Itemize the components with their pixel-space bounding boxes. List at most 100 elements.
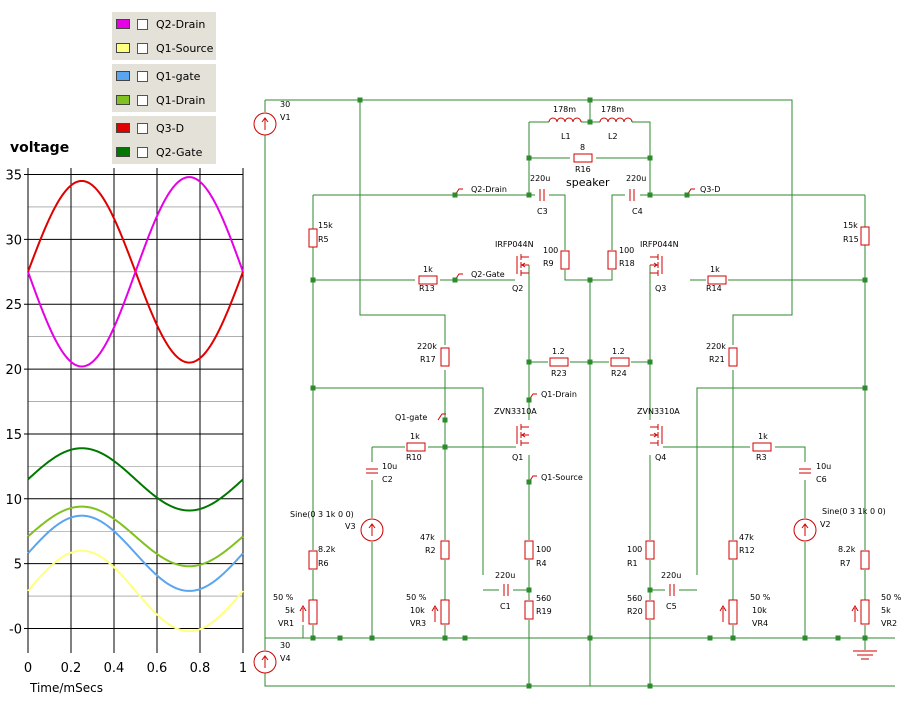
r7-name-label: R7 [840, 559, 851, 568]
r10-name-label: R10 [406, 453, 422, 462]
r2-name-label: R2 [425, 546, 436, 555]
resistor-r5[interactable] [308, 228, 318, 248]
c3-name-label: C3 [537, 207, 548, 216]
junction-dot [526, 683, 532, 689]
legend-checkbox[interactable] [137, 70, 148, 82]
speaker-label: speaker [566, 176, 610, 189]
r18-name-label: R18 [619, 259, 635, 268]
junction-dot [647, 155, 653, 161]
vr4-name-label: VR4 [752, 619, 768, 628]
capacitor-c6[interactable] [799, 466, 811, 476]
vr4-bottom [710, 625, 734, 639]
capacitor-c4[interactable] [627, 189, 637, 201]
resistor-r17[interactable] [440, 347, 450, 367]
top-rail [265, 99, 793, 345]
legend-label: Q2-Gate [156, 145, 203, 159]
junction-dot [647, 359, 653, 365]
y-axis-title: voltage [10, 140, 70, 156]
legend-item-q1-source[interactable]: Q1-Source [116, 38, 213, 58]
r6-value-label: 8.2k [318, 545, 336, 554]
resistor-r3[interactable] [752, 442, 772, 452]
legend-label: Q1-gate [156, 69, 201, 83]
potentiometer-vr3[interactable] [431, 599, 450, 625]
q3-type-label: IRFP044N [640, 240, 679, 249]
series-line-q1-drain [27, 505, 244, 568]
resistor-r1[interactable] [645, 540, 655, 560]
resistor-r21[interactable] [728, 347, 738, 367]
legend-item-q1-gate[interactable]: Q1-gate [116, 66, 200, 86]
r5-name-label: R5 [318, 235, 329, 244]
resistor-r4[interactable] [524, 540, 534, 560]
capacitor-c3[interactable] [537, 189, 547, 201]
v1-source[interactable] [253, 112, 277, 136]
legend-item-q2-gate[interactable]: Q2-Gate [116, 142, 202, 162]
vr3-name-label: VR3 [410, 619, 426, 628]
inductor-l1[interactable] [548, 117, 582, 123]
resistor-r20[interactable] [645, 600, 655, 620]
resistor-r6[interactable] [308, 550, 318, 570]
vr3-pct-label: 50 % [406, 593, 427, 602]
resistor-r9[interactable] [560, 250, 570, 270]
legend-label: Q1-Source [156, 41, 214, 55]
components [253, 112, 877, 674]
v3-source[interactable] [360, 518, 384, 542]
potentiometer-vr4[interactable] [719, 599, 738, 625]
inductor-l2[interactable] [599, 117, 633, 123]
potentiometer-vr2[interactable] [851, 599, 870, 625]
junction-dot [310, 277, 316, 283]
resistor-r18[interactable] [607, 250, 617, 270]
r14-value-label: 1k [710, 265, 720, 274]
legend-checkbox[interactable] [137, 18, 148, 30]
r9-value-label: 100 [543, 246, 558, 255]
mosfet-q1[interactable] [516, 424, 529, 446]
r4-name-label: R4 [536, 559, 547, 568]
r18-value-label: 100 [619, 246, 634, 255]
resistor-r7[interactable] [860, 550, 870, 570]
capacitor-c1[interactable] [501, 584, 511, 596]
potentiometer-vr1[interactable] [299, 599, 318, 625]
resistor-r19[interactable] [524, 600, 534, 620]
r2-value-label: 47k [420, 533, 435, 542]
chart-grid [24, 168, 244, 653]
resistor-r16[interactable] [573, 153, 593, 163]
junction-dot [526, 192, 532, 198]
legend-swatch [116, 147, 130, 157]
junction-dot [587, 359, 593, 365]
resistor-r12[interactable] [728, 540, 738, 560]
resistor-r2[interactable] [440, 540, 450, 560]
resistor-r15[interactable] [860, 226, 870, 246]
junction-dot [647, 683, 653, 689]
v2-spec-label: Sine(0 3 1k 0 0) [822, 507, 886, 516]
legend-checkbox[interactable] [137, 146, 148, 158]
v2-source[interactable] [793, 518, 817, 542]
legend-checkbox[interactable] [137, 94, 148, 106]
capacitor-c2[interactable] [366, 466, 378, 476]
resistor-r24[interactable] [610, 357, 630, 367]
v4-source[interactable] [253, 650, 277, 674]
q3-name-label: Q3 [655, 284, 666, 293]
legend-checkbox[interactable] [137, 42, 148, 54]
series-line-q1-gate [27, 514, 244, 592]
r17-value-label: 220k [417, 342, 437, 351]
resistor-r23[interactable] [549, 357, 569, 367]
series-line-q2-drain [27, 176, 244, 368]
mosfet-q4[interactable] [650, 424, 663, 446]
mosfet-q2[interactable] [516, 254, 529, 276]
legend-item-q3-d[interactable]: Q3-D [116, 118, 184, 138]
resistor-r10[interactable] [406, 442, 426, 452]
r19-name-label: R19 [536, 607, 552, 616]
r1-value-label: 100 [627, 545, 642, 554]
legend-checkbox[interactable] [137, 122, 148, 134]
r20-name-label: R20 [627, 607, 643, 616]
resistor-r14[interactable] [707, 275, 727, 285]
legend-item-q2-drain[interactable]: Q2-Drain [116, 14, 205, 34]
r14-name-label: R14 [706, 284, 722, 293]
vr4-value-label: 10k [752, 606, 767, 615]
vr1-pct-label: 50 % [273, 593, 294, 602]
legend-item-q1-drain[interactable]: Q1-Drain [116, 90, 205, 110]
resistor-r13[interactable] [418, 275, 438, 285]
mosfet-q3[interactable] [650, 254, 663, 276]
capacitor-c5[interactable] [667, 584, 677, 596]
